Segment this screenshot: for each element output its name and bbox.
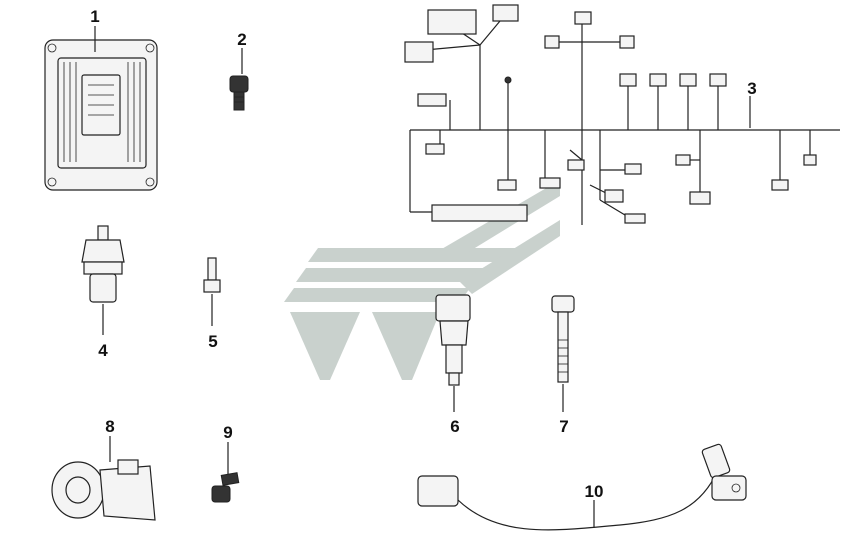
callout-9: 9 <box>223 423 232 442</box>
knock-sensor <box>51 459 156 521</box>
watermark-logo <box>284 180 560 380</box>
long-bolt <box>551 295 575 383</box>
callout-7: 7 <box>559 417 568 436</box>
temperature-sensor <box>435 294 471 386</box>
screw <box>203 257 221 293</box>
callout-8: 8 <box>105 417 114 436</box>
ecu-module <box>44 39 158 191</box>
callout-6: 6 <box>450 417 459 436</box>
speed-sensor <box>417 443 747 531</box>
pressure-sensor <box>81 225 125 303</box>
callout-1: 1 <box>90 7 99 26</box>
callout-2: 2 <box>237 30 246 49</box>
small-bolt <box>229 75 249 111</box>
wiring-harness <box>404 4 840 225</box>
callout-5: 5 <box>208 332 217 351</box>
callout-10: 10 <box>585 482 604 501</box>
callout-3: 3 <box>747 79 756 98</box>
flange-bolt <box>211 472 240 503</box>
callout-4: 4 <box>98 341 108 360</box>
